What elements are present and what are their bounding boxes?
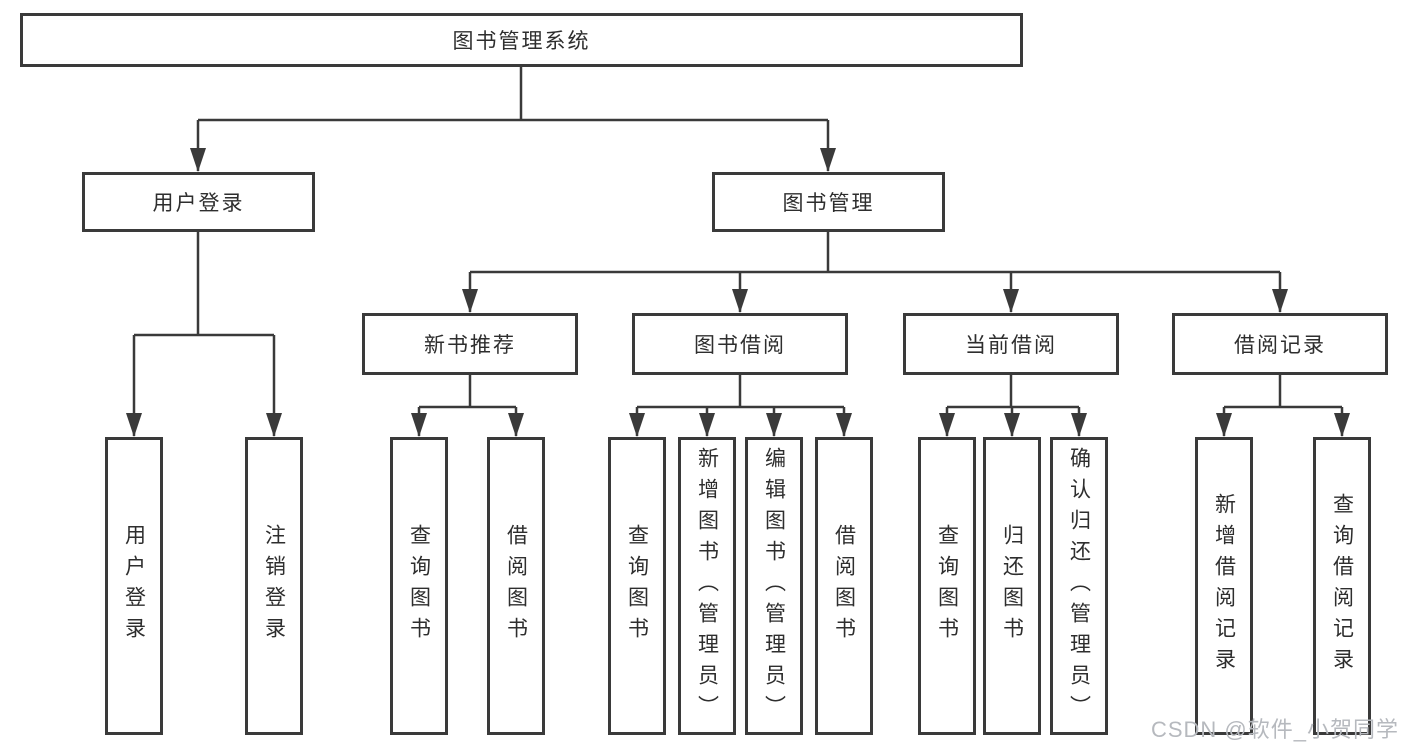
leaf-borrow-books-2: 借阅图书	[815, 437, 873, 735]
connector-book-borrow	[637, 375, 844, 409]
connector-current-borrow	[947, 375, 1079, 409]
leaf-logout: 注销登录	[245, 437, 303, 735]
leaf-query-books-3: 查询图书	[918, 437, 976, 735]
leaf-user-login: 用户登录	[105, 437, 163, 735]
leaf-borrow-books-1: 借阅图书	[487, 437, 545, 735]
connector-root	[198, 67, 828, 122]
leaf-add-book-admin: 新增图书（管理员）	[678, 437, 736, 735]
leaf-add-borrow-record: 新增借阅记录	[1195, 437, 1253, 735]
leaf-query-books-2: 查询图书	[608, 437, 666, 735]
connector-book-management	[470, 232, 1280, 274]
connector-new-book	[419, 375, 516, 409]
csdn-watermark: CSDN @软件_小贺同学	[1150, 717, 1399, 742]
node-user-login: 用户登录	[82, 172, 315, 232]
node-new-book-recommend: 新书推荐	[362, 313, 578, 375]
node-root: 图书管理系统	[20, 13, 1023, 67]
connector-borrow-records	[1224, 375, 1342, 409]
node-book-management: 图书管理	[712, 172, 945, 232]
leaf-query-books-1: 查询图书	[390, 437, 448, 735]
leaf-return-book: 归还图书	[983, 437, 1041, 735]
leaf-query-borrow-record: 查询借阅记录	[1313, 437, 1371, 735]
node-current-borrow: 当前借阅	[903, 313, 1119, 375]
node-borrow-records: 借阅记录	[1172, 313, 1388, 375]
connector-user-login	[134, 232, 274, 337]
leaf-edit-book-admin: 编辑图书（管理员）	[745, 437, 803, 735]
leaf-confirm-return-admin: 确认归还（管理员）	[1050, 437, 1108, 735]
node-book-borrow: 图书借阅	[632, 313, 848, 375]
